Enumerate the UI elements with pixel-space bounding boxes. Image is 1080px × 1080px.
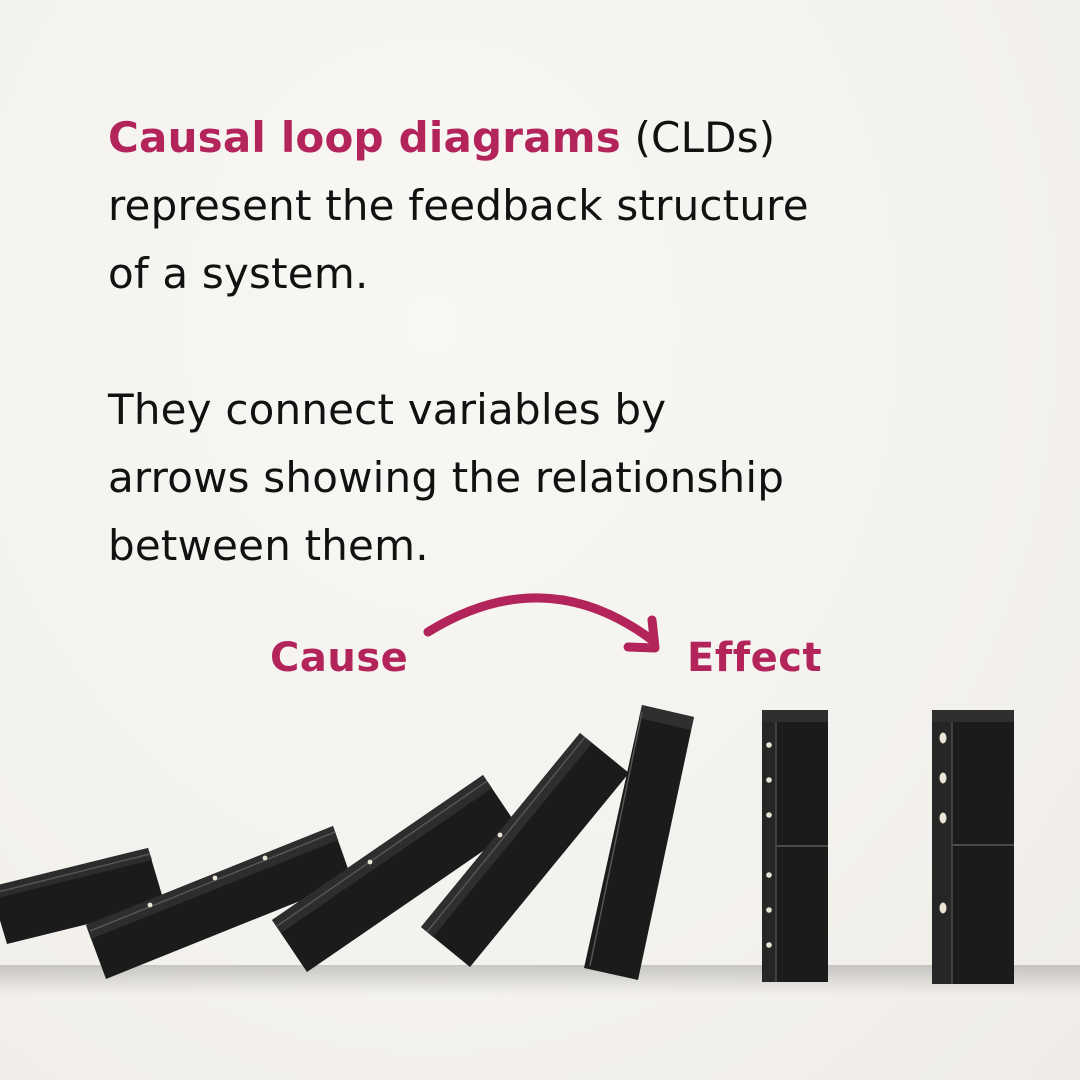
intro-line-3: of a system. — [108, 249, 369, 298]
domino — [762, 710, 828, 982]
domino — [272, 775, 518, 972]
domino — [86, 826, 352, 979]
intro-line-2: represent the feedback structure — [108, 181, 809, 230]
domino — [0, 848, 165, 944]
cause-label: Cause — [270, 635, 409, 681]
description: Causal loop diagrams (CLDs) represent th… — [108, 104, 1008, 580]
domino — [421, 733, 629, 967]
detail-line-3: between them. — [108, 521, 429, 570]
detail-line-1: They connect variables by — [108, 385, 667, 434]
intro-paragraph: Causal loop diagrams (CLDs) represent th… — [108, 104, 1008, 308]
domino — [932, 710, 1014, 984]
abbreviation: (CLDs) — [620, 113, 776, 162]
highlight-term: Causal loop diagrams — [108, 113, 621, 162]
detail-line-2: arrows showing the relationship — [108, 453, 785, 502]
detail-paragraph: They connect variables by arrows showing… — [108, 376, 1008, 580]
effect-label: Effect — [687, 635, 823, 681]
floor-shadow — [0, 965, 1080, 995]
domino — [584, 705, 694, 980]
